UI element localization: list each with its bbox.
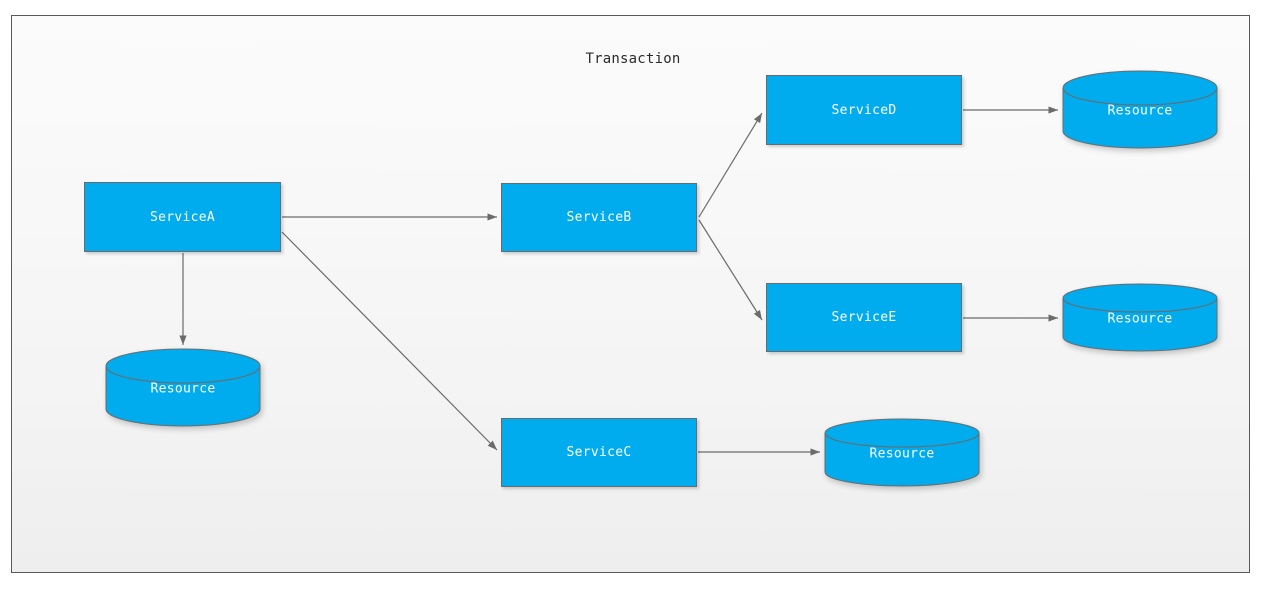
node-resourceD[interactable]: Resource [1062, 70, 1218, 149]
node-label: ServiceD [831, 102, 897, 118]
node-label: ServiceA [149, 209, 215, 225]
node-resourceE[interactable]: Resource [1062, 283, 1218, 352]
node-label: ServiceC [566, 445, 632, 460]
cylinder-shape [824, 418, 980, 487]
node-label: ServiceB [566, 210, 632, 225]
diagram-title: Transaction [585, 51, 681, 67]
cylinder-shape [105, 348, 261, 427]
node-label: ServiceE [831, 310, 897, 325]
node-serviceD[interactable]: ServiceD [766, 75, 962, 145]
cylinder-shape [1062, 70, 1218, 149]
node-resourceA[interactable]: Resource [105, 348, 261, 427]
node-resourceC[interactable]: Resource [824, 418, 980, 487]
node-serviceB[interactable]: ServiceB [501, 183, 697, 252]
node-serviceC[interactable]: ServiceC [501, 418, 697, 487]
cylinder-shape [1062, 283, 1218, 352]
node-serviceE[interactable]: ServiceE [766, 283, 962, 352]
node-serviceA[interactable]: ServiceA [84, 182, 281, 252]
